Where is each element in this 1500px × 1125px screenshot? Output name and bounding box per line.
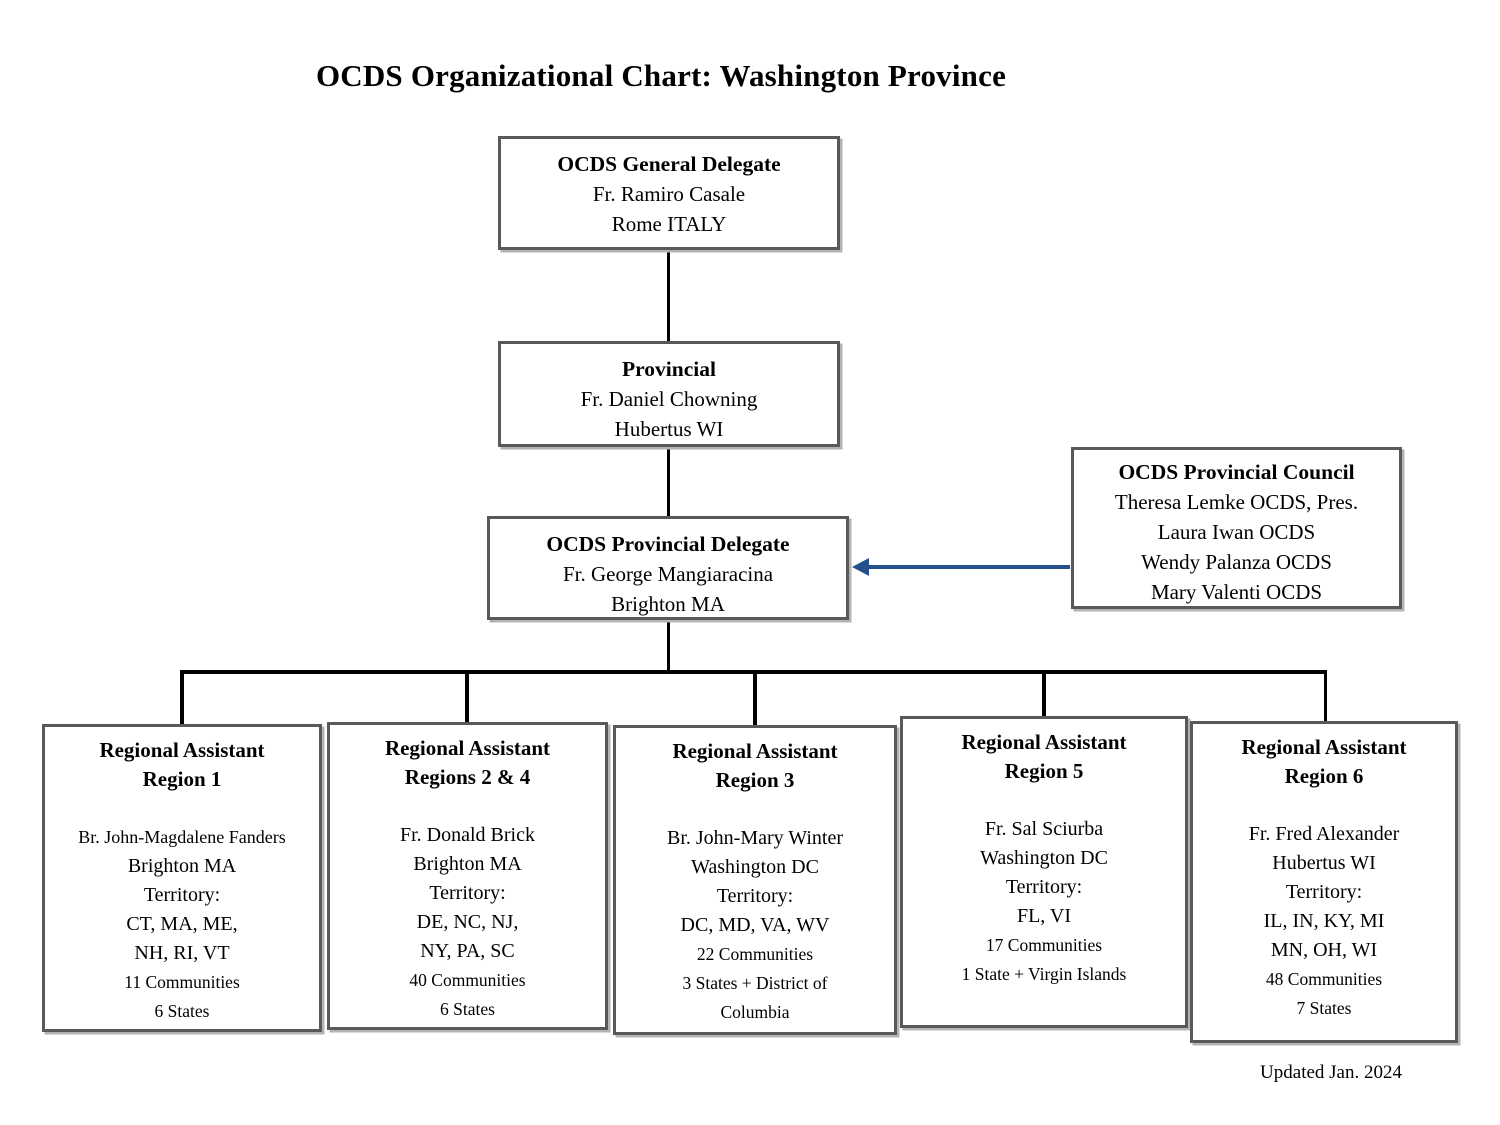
region-line: Brighton MA bbox=[127, 855, 237, 877]
connector-drop-region1 bbox=[180, 670, 184, 726]
connector-drop-region5 bbox=[1042, 670, 1046, 718]
region-line: NY, PA, SC bbox=[420, 940, 515, 962]
box-region-3: Regional Assistant Region 3 Br. John-Mar… bbox=[613, 725, 897, 1035]
box-line: Wendy Palanza OCDS bbox=[1141, 550, 1332, 574]
region-line: DE, NC, NJ, bbox=[416, 911, 519, 933]
box-title: Provincial bbox=[622, 357, 716, 381]
region-title: Regions 2 & 4 bbox=[404, 765, 531, 789]
region-line: Washington DC bbox=[691, 856, 819, 878]
region-line: Columbia bbox=[720, 1002, 790, 1022]
region-line: Washington DC bbox=[980, 847, 1108, 869]
region-line: Br. John-Mary Winter bbox=[666, 827, 844, 849]
region-line: Brighton MA bbox=[413, 853, 522, 875]
region-line: FL, VI bbox=[1016, 905, 1072, 927]
region-line: NH, RI, VT bbox=[134, 942, 230, 964]
page-title: OCDS Organizational Chart: Washington Pr… bbox=[315, 58, 1007, 93]
box-line: Fr. George Mangiaracina bbox=[562, 562, 774, 586]
region-title: Region 3 bbox=[715, 768, 795, 792]
region-line: Territory: bbox=[1285, 881, 1363, 903]
connector-delegate-to-bus bbox=[667, 618, 670, 673]
box-title: OCDS General Delegate bbox=[557, 152, 781, 176]
updated-date: Updated Jan. 2024 bbox=[1260, 1062, 1402, 1083]
region-title: Regional Assistant bbox=[99, 738, 265, 762]
box-line: Fr. Ramiro Casale bbox=[592, 182, 746, 206]
region-line: 7 States bbox=[1296, 998, 1352, 1018]
region-line: Territory: bbox=[1005, 876, 1083, 898]
box-region-1: Regional Assistant Region 1 Br. John-Mag… bbox=[42, 724, 322, 1032]
box-title: OCDS Provincial Delegate bbox=[546, 532, 790, 556]
box-line: Fr. Daniel Chowning bbox=[580, 387, 758, 411]
region-title: Regional Assistant bbox=[961, 730, 1127, 754]
region-line: 1 State + Virgin Islands bbox=[961, 964, 1127, 984]
box-line: Mary Valenti OCDS bbox=[1150, 580, 1323, 604]
region-title: Regional Assistant bbox=[1241, 735, 1407, 759]
box-region-5: Regional Assistant Region 5 Fr. Sal Sciu… bbox=[900, 716, 1188, 1028]
box-region-6: Regional Assistant Region 6 Fr. Fred Ale… bbox=[1190, 721, 1458, 1043]
box-line: Laura Iwan OCDS bbox=[1157, 520, 1316, 544]
box-region-2-4: Regional Assistant Regions 2 & 4 Fr. Don… bbox=[327, 722, 608, 1030]
region-title: Region 6 bbox=[1284, 764, 1364, 788]
box-provincial-delegate: OCDS Provincial Delegate Fr. George Mang… bbox=[487, 516, 849, 620]
region-line: MN, OH, WI bbox=[1270, 939, 1378, 961]
region-line: 17 Communities bbox=[985, 935, 1103, 955]
region-title: Region 1 bbox=[142, 767, 222, 791]
region-title: Region 5 bbox=[1004, 759, 1084, 783]
box-line: Theresa Lemke OCDS, Pres. bbox=[1114, 490, 1359, 514]
region-line: Fr. Donald Brick bbox=[400, 824, 535, 846]
region-line: DC, MD, VA, WV bbox=[680, 914, 830, 936]
region-title: Regional Assistant bbox=[672, 739, 838, 763]
region-line: 3 States + District of bbox=[682, 973, 828, 993]
region-line: 40 Communities bbox=[409, 970, 526, 990]
box-general-delegate: OCDS General Delegate Fr. Ramiro Casale … bbox=[498, 136, 840, 250]
connector-drop-region3 bbox=[753, 670, 757, 727]
region-line: Fr. Sal Sciurba bbox=[984, 818, 1104, 840]
box-line: Brighton MA bbox=[611, 592, 725, 616]
box-line: Hubertus WI bbox=[614, 417, 724, 441]
council-arrow-line bbox=[866, 565, 1070, 569]
connector-general-to-provincial bbox=[667, 250, 670, 341]
region-line: Fr. Fred Alexander bbox=[1248, 823, 1400, 845]
region-line: Territory: bbox=[716, 885, 794, 907]
region-line: Territory: bbox=[429, 882, 506, 904]
box-provincial-council: OCDS Provincial Council Theresa Lemke OC… bbox=[1071, 447, 1402, 609]
region-line: 6 States bbox=[440, 999, 495, 1019]
region-line: 22 Communities bbox=[696, 944, 814, 964]
region-line: Hubertus WI bbox=[1272, 852, 1376, 874]
region-title: Regional Assistant bbox=[384, 736, 551, 760]
connector-drop-region6 bbox=[1323, 670, 1327, 723]
region-line: 6 States bbox=[154, 1001, 210, 1021]
region-line: Br. John-Magdalene Fanders bbox=[78, 827, 286, 847]
box-title: OCDS Provincial Council bbox=[1118, 460, 1355, 484]
connector-drop-region2-4 bbox=[465, 670, 469, 724]
region-line: 48 Communities bbox=[1265, 969, 1383, 989]
connector-provincial-to-delegate bbox=[667, 446, 670, 516]
council-arrow-head bbox=[852, 558, 869, 576]
region-line: Territory: bbox=[143, 884, 221, 906]
region-line: IL, IN, KY, MI bbox=[1263, 910, 1385, 932]
region-line: CT, MA, ME, bbox=[126, 913, 238, 935]
region-line: 11 Communities bbox=[124, 972, 240, 992]
box-line: Rome ITALY bbox=[611, 212, 727, 236]
box-provincial: Provincial Fr. Daniel Chowning Hubertus … bbox=[498, 341, 840, 447]
